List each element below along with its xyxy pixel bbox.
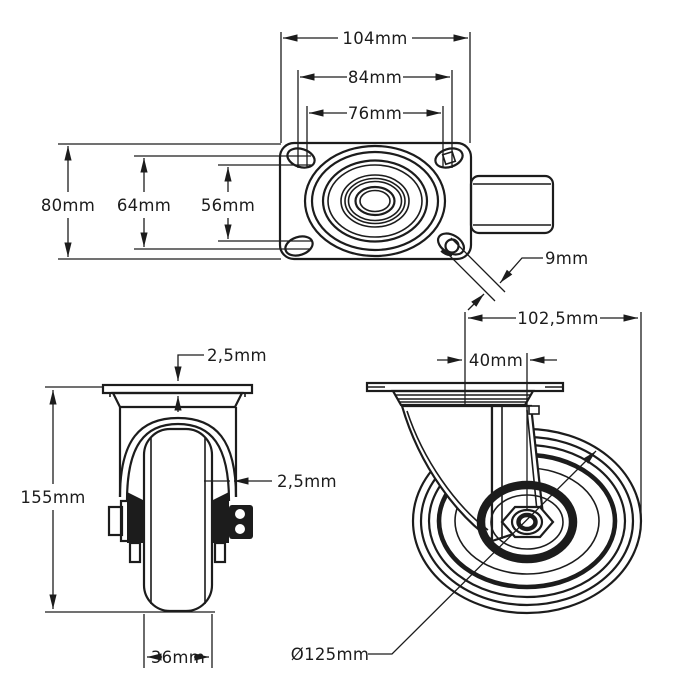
dim-label-swivel-offset: 40mm (469, 351, 523, 370)
slot-width-dimension: 9mm (440, 237, 589, 311)
axle-nut-hex (500, 505, 555, 539)
dim-label-bolt-outer-x: 84mm (348, 68, 402, 87)
dim-label-plate-thickness: 2,5mm (207, 346, 267, 365)
wheel-diameter-dimension: Ø125mm (291, 450, 597, 664)
fork-leg-left (127, 492, 143, 543)
dim-label-fork-thickness: 2,5mm (277, 472, 337, 491)
dim-label-wheel-width: 36mm (151, 648, 205, 667)
total-length-dimension: 102,5mm (468, 309, 638, 328)
axle-nut (229, 505, 253, 539)
dim-label-plate-height: 80mm (41, 196, 95, 215)
fork-top-tab (528, 405, 540, 415)
dim-label-slot-width: 9mm (545, 249, 589, 268)
fork-tip-left (128, 541, 142, 564)
fork-tip-right (213, 541, 227, 564)
front-wheel (142, 427, 214, 613)
side-view: 102,5mm 40mm Ø125mm (291, 309, 643, 664)
wheel-width-dimension: 36mm (143, 614, 213, 668)
bolt-slot-bottom-left (284, 235, 314, 257)
dim-label-total-length: 102,5mm (517, 309, 598, 328)
dim-label-bolt-outer-y: 64mm (117, 196, 171, 215)
plate-thickness-dimension: 2,5mm (174, 346, 267, 412)
dim-label-wheel-diameter: Ø125mm (291, 645, 369, 664)
bolt-slot-top-left (286, 147, 316, 169)
brake-tab (469, 174, 555, 235)
axle-bolt-head (107, 499, 131, 543)
dim-label-bolt-inner-y: 56mm (201, 196, 255, 215)
fork-thickness-dimension: 2,5mm (204, 472, 337, 491)
front-fork (118, 407, 238, 564)
dim-label-plate-width: 104mm (342, 29, 407, 48)
dim-label-bolt-inner-x: 76mm (348, 104, 402, 123)
fork-leg-right (213, 492, 229, 543)
front-view: 2,5mm 2,5mm 155mm 36mm (20, 346, 337, 668)
top-view: 104mm 84mm 76mm 80mm 64mm 56mm (41, 29, 589, 311)
total-height-dimension: 155mm (20, 386, 215, 613)
bolt-slot-top-right (434, 147, 464, 169)
swivel-offset-dimension: 40mm (437, 351, 557, 370)
bolt-slot-bottom-right (436, 232, 466, 257)
swivel-raceway-rings (303, 144, 447, 258)
dim-label-total-height: 155mm (20, 488, 85, 507)
